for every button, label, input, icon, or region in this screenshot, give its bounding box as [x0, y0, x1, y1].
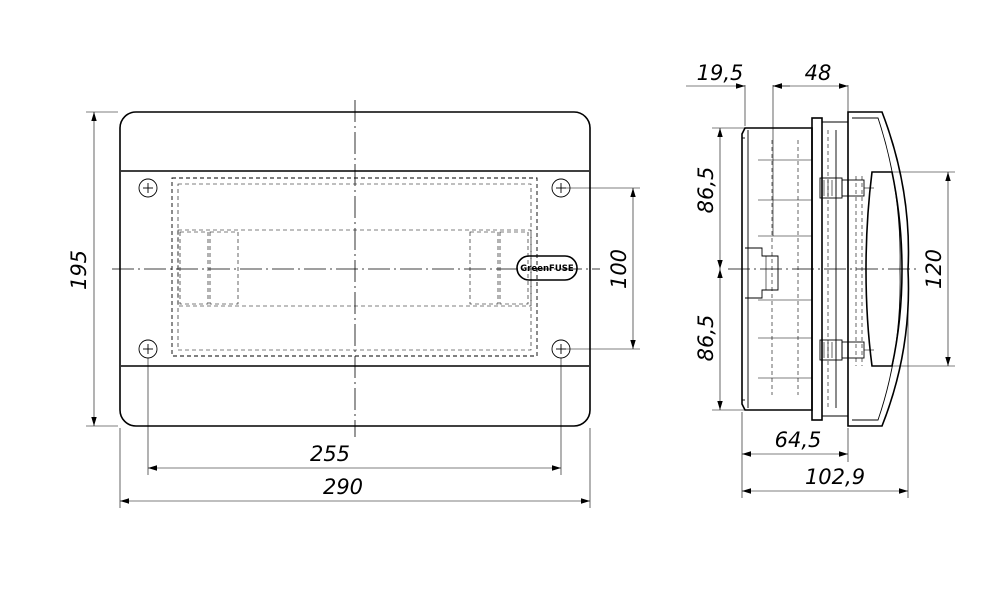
dim-window-label: 100	[607, 249, 631, 289]
dim-overall-label: 290	[323, 475, 363, 499]
screw-bottom-left-icon	[138, 339, 158, 359]
slot-left-2	[209, 231, 239, 305]
dim-base-depth-label: 64,5	[775, 428, 822, 452]
side-view: 19,5 48 86,5 86,5 120 64,5 102,9	[686, 61, 955, 498]
dim-mount-label: 255	[310, 442, 350, 466]
window-inner	[177, 183, 532, 351]
din-rail	[745, 247, 779, 299]
din-rail-zone	[177, 229, 532, 307]
front-view: GreenFUSE 195 100 255 290	[67, 100, 640, 508]
window-outline	[171, 177, 538, 357]
dim-cover-depth-label: 48	[805, 61, 832, 85]
slot-right-2	[499, 231, 529, 305]
cover-outline	[847, 111, 910, 427]
dim-cover-height-label: 120	[922, 249, 946, 289]
screw-lower-icon	[819, 339, 874, 361]
slot-left-1	[179, 231, 209, 305]
dim-upper-half-label: 86,5	[694, 167, 718, 214]
dim-offset-label: 19,5	[697, 61, 744, 85]
dim-height-label: 195	[67, 250, 91, 290]
dim-overall-depth-label: 102,9	[805, 465, 865, 489]
screw-upper-icon	[819, 177, 874, 199]
brand-badge: GreenFUSE	[516, 255, 578, 281]
slot-right-1	[469, 231, 499, 305]
screw-top-left-icon	[138, 178, 158, 198]
dim-lower-half-label: 86,5	[694, 315, 718, 362]
